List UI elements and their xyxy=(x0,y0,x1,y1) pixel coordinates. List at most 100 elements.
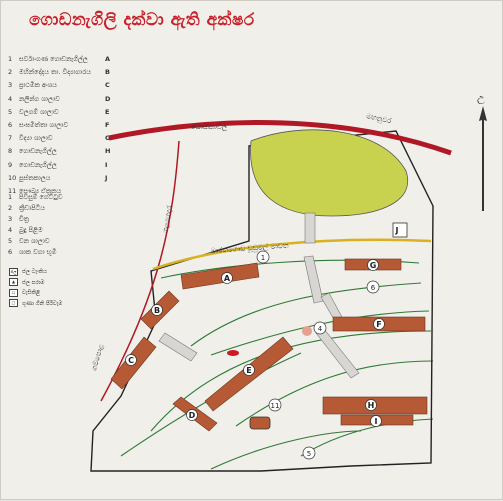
place-marker-4 xyxy=(313,321,327,335)
place-marker-6 xyxy=(366,280,380,294)
place-marker-1 xyxy=(256,250,270,264)
place-label: වන ශාලාව xyxy=(19,237,50,245)
legend-row: 5 වලගම් ශාලාව E xyxy=(8,106,110,119)
building-a xyxy=(180,262,260,290)
legend-number: 7 xyxy=(8,134,13,143)
place-label: ශාක වගා භූමි xyxy=(19,248,57,256)
legend-label: විද්‍යා ශාලාව xyxy=(19,134,53,143)
legend-key: G xyxy=(105,134,111,143)
legend-row: 7 විද්‍යා ශාලාව G xyxy=(8,132,110,145)
symbol-label: ජල ටැංකිය xyxy=(22,269,47,275)
legend-key: B xyxy=(105,68,110,77)
place-number: 1 xyxy=(8,193,13,201)
building-label-g: G xyxy=(370,261,377,270)
main-road xyxy=(108,120,452,156)
symbol-icon: □ xyxy=(9,299,18,307)
map-title: ගොඩනැගිලි දක්වා ඇති අක්ෂර xyxy=(29,10,255,30)
legend-row: 1 සර්වාංගණ ගොඩනැගිල්ල A xyxy=(8,53,110,66)
legend-symbols: ජල ජල ටැංකිය ▲ජල පරාම☐ වැසිකිළි □ ගුණා ගිනි ප… xyxy=(9,267,62,309)
place-row: 1 පිවිසුම් ගේට්ටුව xyxy=(8,192,105,203)
symbol-row: ▲ජල පරාම xyxy=(9,278,62,289)
place-number: 3 xyxy=(8,215,13,223)
legend-key: E xyxy=(105,107,110,116)
legend-key: A xyxy=(105,55,111,63)
contour-lines xyxy=(120,259,434,470)
legend-key: D xyxy=(105,94,111,103)
campus-boundary xyxy=(90,130,434,472)
building-label-a-circle xyxy=(221,272,233,284)
red-marker xyxy=(227,350,239,356)
building-label-c: C xyxy=(128,356,134,365)
legend-number: 1 xyxy=(8,55,13,63)
yellow-road-label: මාරතගොඩ ඩූඩුමල් මාවත xyxy=(211,241,290,255)
building-label-j: J xyxy=(395,226,399,235)
building-label-e-circle xyxy=(243,364,255,376)
place-number: 5 xyxy=(8,237,13,245)
place-marker-11 xyxy=(268,398,282,412)
legend-number: 2 xyxy=(8,68,13,77)
legend-label: ගොඩනැගිල්ල xyxy=(19,160,57,169)
building-label-e: E xyxy=(246,366,251,375)
legend-key: C xyxy=(105,81,110,90)
legend-number: 11 xyxy=(8,186,17,195)
legend-label: මහින්දෝදය තා. විද්‍යාගාරය xyxy=(19,68,91,77)
building-label-c-circle xyxy=(125,354,137,366)
symbol-label: වැසිකිළි xyxy=(22,290,41,296)
place-number: 6 xyxy=(8,248,13,256)
building-label-b: B xyxy=(154,306,160,315)
place-label: පිවිසුම් ගේට්ටුව xyxy=(19,193,63,201)
legend-row: 2 මහින්දෝදය තා. විද්‍යාගාරය B xyxy=(8,66,110,79)
legend-buildings: 1 සර්වාංගණ ගොඩනැගිල්ල A 2 මහින්දෝදය තා. විද්… xyxy=(8,53,110,198)
building-label-d-circle xyxy=(186,409,198,421)
north-label: උ xyxy=(477,93,485,104)
main-road-label: බොක්කාවල xyxy=(191,123,228,131)
legend-label: වලගම් ශාලාව xyxy=(19,107,59,116)
place-label: බුදු පිළිම xyxy=(19,226,43,234)
symbol-icon: ☐ xyxy=(9,288,18,297)
kandy-road-label: මහනුවර xyxy=(365,112,393,126)
north-arrow xyxy=(479,106,487,211)
legend-key: H xyxy=(105,147,111,156)
building-label-h-circle xyxy=(365,399,377,411)
legend-number: 3 xyxy=(8,81,13,90)
building-label-a: A xyxy=(224,274,231,283)
place-marker-label-11: 11 xyxy=(271,402,280,410)
legend-key: J xyxy=(105,173,108,182)
place-marker-label-5: 5 xyxy=(307,450,311,458)
place-number: 2 xyxy=(8,204,13,212)
place-marker-5 xyxy=(302,446,316,460)
place-row: 3 චිත්‍ර xyxy=(8,214,105,225)
legend-label: සර්වාංගණ ගොඩනැගිල්ල xyxy=(19,55,88,63)
legend-label: ප්‍රාථමික අංශය xyxy=(19,81,57,90)
building-label-i: I xyxy=(375,417,378,426)
symbol-label: ජල පරාම xyxy=(22,279,45,286)
symbol-row: ☐ වැසිකිළි xyxy=(9,288,62,299)
legend-key: F xyxy=(105,120,110,129)
place-marker-label-1: 1 xyxy=(261,254,265,262)
building-label-g-circle xyxy=(367,259,379,271)
building-label-f: F xyxy=(376,320,381,329)
tank-symbol xyxy=(249,416,271,430)
walkways xyxy=(158,212,360,379)
building-label-h: H xyxy=(368,401,375,410)
place-label: චිත්‍ර xyxy=(19,215,29,223)
legend-label: ගොඩනැගිල්ල xyxy=(19,147,57,156)
legend-number: 5 xyxy=(8,107,13,116)
legend-number: 4 xyxy=(8,94,13,103)
yellow-road xyxy=(152,238,432,271)
legend-number: 8 xyxy=(8,147,13,156)
symbol-icon: ජල xyxy=(9,267,18,276)
place-marker-label-4: 4 xyxy=(318,325,323,333)
left-road-label: ගලගෙදර xyxy=(161,204,174,233)
symbol-row: ජල ජල ටැංකිය xyxy=(9,267,62,278)
legend-label: පුස්තකාලය xyxy=(19,173,51,182)
symbol-label: ගුණා ගිනි පිරිවැම xyxy=(22,300,63,307)
